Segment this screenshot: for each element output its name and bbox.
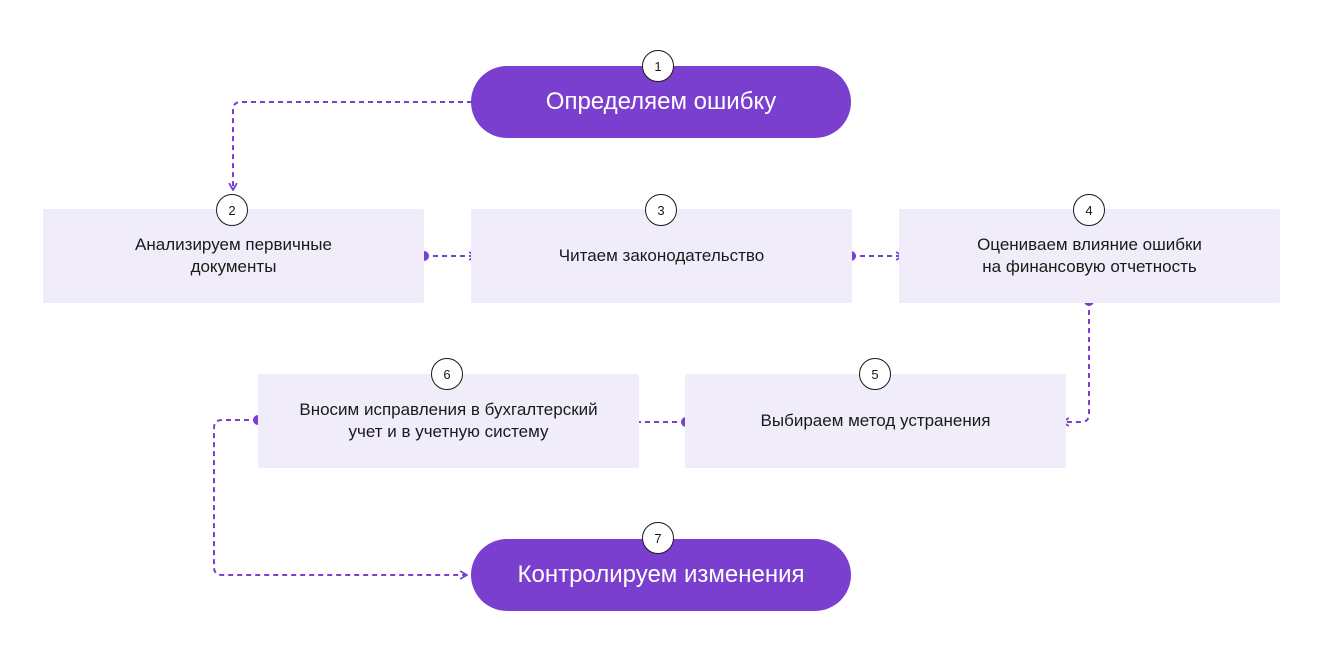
step-7-pill: Контролируем изменения (471, 539, 851, 611)
step-4-label: Оцениваем влияние ошибки на финансовую о… (977, 235, 1202, 276)
connector-6-to-7 (213, 419, 468, 580)
step-1-number: 1 (654, 58, 662, 74)
step-5-label: Выбираем метод устранения (760, 411, 991, 430)
step-7-number: 7 (654, 530, 662, 546)
step-1-number-badge: 1 (642, 50, 674, 82)
step-6-number: 6 (443, 366, 451, 382)
step-1-label: Определяем ошибку (545, 88, 777, 115)
step-6-label: Вносим исправления в бухгалтерский учет … (299, 400, 598, 441)
step-4-number-badge: 4 (1073, 194, 1105, 226)
step-7-number-badge: 7 (642, 522, 674, 554)
step-2-number: 2 (228, 202, 236, 218)
step-2-number-badge: 2 (216, 194, 248, 226)
step-5-number: 5 (871, 366, 879, 382)
step-2-label: Анализируем первичные документы (135, 235, 332, 276)
step-6-number-badge: 6 (431, 358, 463, 390)
step-5-number-badge: 5 (859, 358, 891, 390)
step-3-number: 3 (657, 202, 665, 218)
connector-4-to-5 (1061, 301, 1090, 427)
step-4-number: 4 (1085, 202, 1093, 218)
step-3-number-badge: 3 (645, 194, 677, 226)
step-3-label: Читаем законодательство (558, 246, 765, 265)
step-7-label: Контролируем изменения (517, 561, 805, 588)
connector-1-to-2 (228, 101, 472, 191)
